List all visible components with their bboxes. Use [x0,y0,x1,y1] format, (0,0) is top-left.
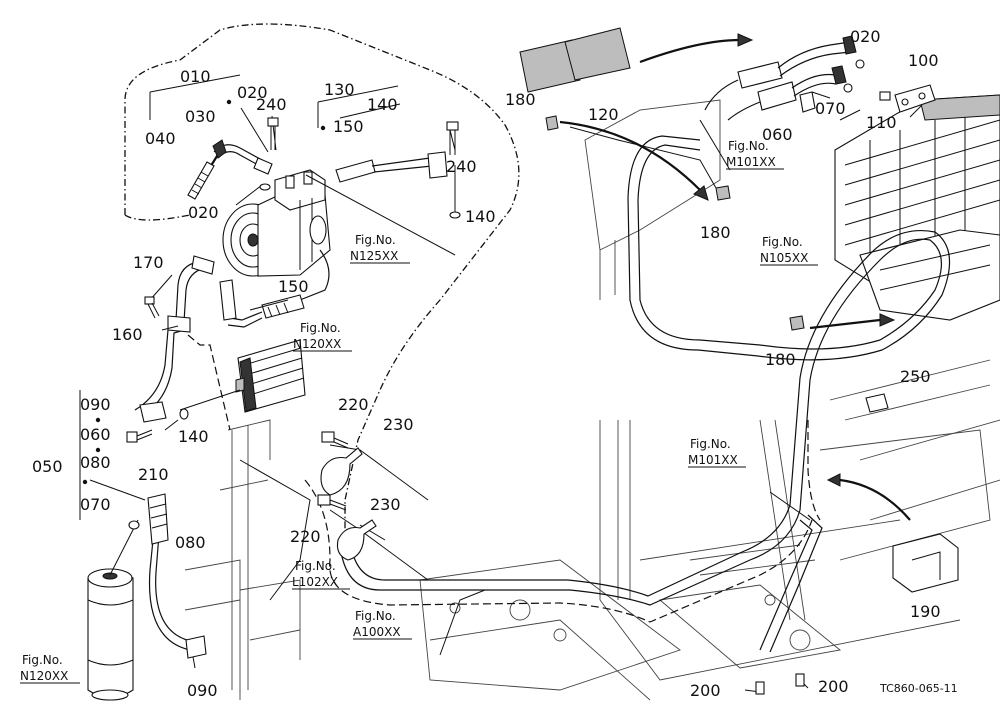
part-label: 080 [175,533,206,552]
part-label: 010 [180,67,211,86]
fig-ref-label: Fig.No. [728,139,769,153]
fig-ref-code: M101XX [726,155,776,169]
part-label: 150 [333,117,364,136]
part-label: 220 [290,527,321,546]
bullet-dot [226,99,232,105]
bullet-dot [95,447,101,453]
part-label: 220 [338,395,369,414]
part-label: 020 [237,83,268,102]
part-label: 190 [910,602,941,621]
condenser-fragment [235,339,306,413]
compressor [222,169,331,277]
part-label: 230 [370,495,401,514]
fig-ref-label: Fig.No. [300,321,341,335]
bullet-dot [320,125,326,131]
part-label: 040 [145,129,176,148]
part-label: 210 [138,465,169,484]
part-label: 090 [187,681,218,700]
part-label: 070 [815,99,846,118]
part-label: 240 [256,95,287,114]
fig-ref-code: N105XX [760,251,808,265]
fig-ref-code: M101XX [688,453,738,467]
bullet-dot [95,417,101,423]
part-label: 120 [588,105,619,124]
part-label: 060 [762,125,793,144]
fig-ref-label: Fig.No. [295,559,336,573]
part-label: 200 [690,681,721,700]
part-label: 170 [133,253,164,272]
fig-ref-code: N120XX [293,337,341,351]
part-label: 160 [112,325,143,344]
part-label: 020 [850,27,881,46]
evaporator-unit [834,84,1000,321]
part-label: 180 [505,90,536,109]
fig-ref-code: L102XX [292,575,338,589]
part-label: 240 [446,157,477,176]
fig-ref-code: N120XX [20,669,68,683]
fig-ref-label: Fig.No. [762,235,803,249]
chassis-frame [184,99,1000,701]
refrigerant-hoses [134,35,951,653]
part-labels: 010 020 030 040 020 240 130 140 150 240 … [32,27,941,700]
part-label: 020 [188,203,219,222]
part-label: 140 [465,207,496,226]
part-label: 140 [367,95,398,114]
part-label: 060 [80,425,111,444]
part-label: 090 [80,395,111,414]
fig-ref-code: A100XX [353,625,401,639]
hardware [126,27,959,695]
part-label: 200 [818,677,849,696]
part-label: 110 [866,113,897,132]
part-label: 180 [700,223,731,242]
grouping-lines [79,23,923,693]
part-label: 230 [383,415,414,434]
fig-ref-label: Fig.No. [355,233,396,247]
part-label: 050 [32,457,63,476]
fig-ref-code: N125XX [350,249,398,263]
part-label: 130 [324,80,355,99]
part-label: 100 [908,51,939,70]
part-label: 180 [765,350,796,369]
fig-ref-label: Fig.No. [355,609,396,623]
part-label: 080 [80,453,111,472]
part-label: 150 [278,277,309,296]
diagram-code: TC860-065-11 [879,682,958,695]
part-label: 070 [80,495,111,514]
bullet-dot [82,479,88,485]
receiver-dryer [87,568,134,701]
fig-ref-label: Fig.No. [22,653,63,667]
figure-references: Fig.No. N125XX Fig.No. N120XX Fig.No. M1… [20,139,818,684]
part-label: 030 [185,107,216,126]
part-label: 140 [178,427,209,446]
part-label: 250 [900,367,931,386]
fig-ref-label: Fig.No. [690,437,731,451]
arrows [559,33,911,521]
